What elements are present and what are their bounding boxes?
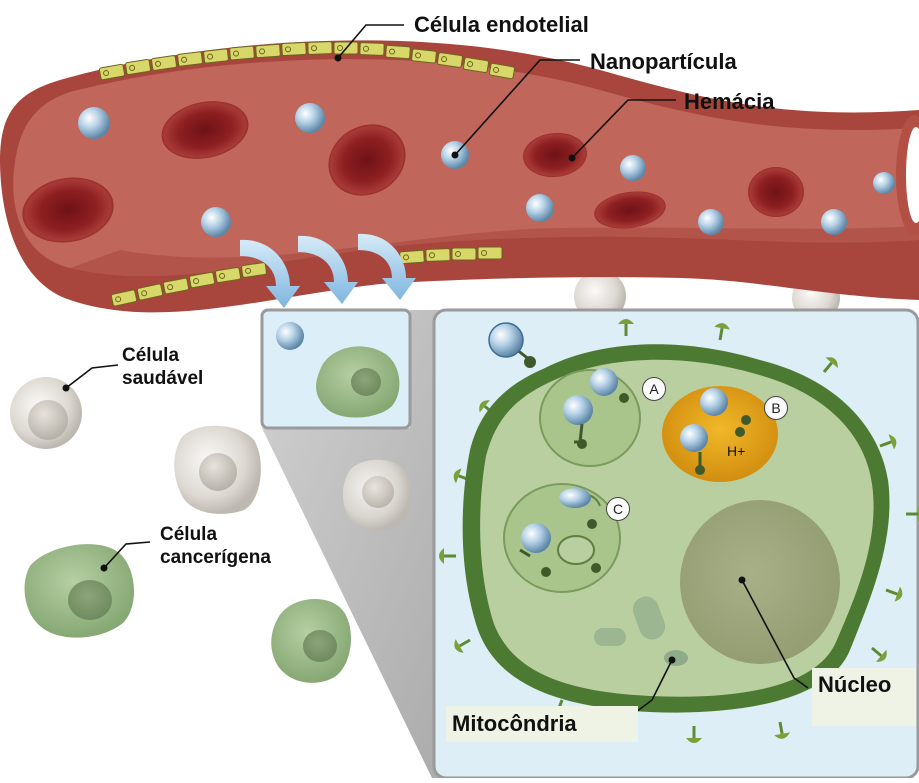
compartment-a-marker: A <box>642 377 666 401</box>
cancer-cell <box>25 544 134 638</box>
label-cancer-cell: Célula cancerígena <box>160 523 271 569</box>
mitochondrion <box>664 650 688 666</box>
compartment-c-marker: C <box>606 497 630 521</box>
label-nucleus: Núcleo <box>812 668 916 726</box>
zoom-source-box <box>262 310 410 428</box>
compartment-b-marker: B <box>764 396 788 420</box>
label-healthy-cell: Célula saudável <box>122 344 203 390</box>
nanoparticle <box>489 323 523 357</box>
cancer-cell <box>271 599 351 683</box>
nanoparticle <box>590 368 618 396</box>
nucleus <box>680 500 840 664</box>
label-nanoparticle: Nanopartícula <box>590 49 737 75</box>
nanoparticle <box>295 103 325 133</box>
nanoparticle <box>620 155 646 181</box>
nanoparticle <box>563 395 593 425</box>
nanoparticle <box>821 209 847 235</box>
label-cancer-line2: cancerígena <box>160 546 271 569</box>
healthy-cell <box>10 377 82 449</box>
label-healthy-line1: Célula <box>122 344 203 367</box>
nanoparticle <box>276 322 304 350</box>
label-endothelial-cell: Célula endotelial <box>414 12 589 38</box>
nanoparticle <box>873 172 895 194</box>
nanoparticle <box>526 194 554 222</box>
label-cancer-line1: Célula <box>160 523 271 546</box>
nanoparticle <box>700 388 728 416</box>
label-mitochondria: Mitocôndria <box>446 706 638 742</box>
nanoparticle <box>680 424 708 452</box>
mitochondrion <box>594 628 626 646</box>
red-blood-cell <box>748 167 804 217</box>
nanoparticle <box>521 523 551 553</box>
healthy-cell <box>174 426 261 514</box>
nanoparticle <box>698 209 724 235</box>
healthy-cell <box>343 460 411 530</box>
nanoparticle <box>201 207 231 237</box>
nanoparticle <box>78 107 110 139</box>
nanoparticle <box>559 488 591 508</box>
label-red-blood-cell: Hemácia <box>684 89 775 115</box>
label-proton: H+ <box>727 443 745 459</box>
label-healthy-line2: saudável <box>122 367 203 390</box>
